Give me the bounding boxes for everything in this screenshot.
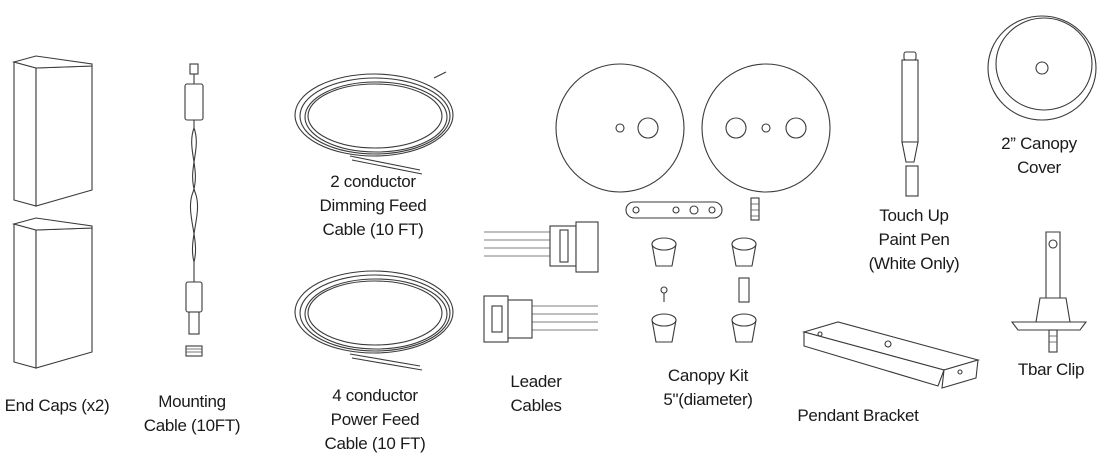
tbar-clip-label: Tbar Clip: [1017, 360, 1085, 379]
mounting-cable-illustration: [184, 63, 204, 357]
paint-pen-label: Touch Up Paint Pen (White Only): [868, 206, 960, 273]
canopy-cover-label: 2” Canopy Cover: [1001, 134, 1077, 177]
canopy-kit-label: Canopy Kit 5"(diameter): [663, 366, 753, 409]
leader-cables-label: Leader Cables: [510, 372, 562, 415]
dimming-feed-cable-illustration: [294, 71, 454, 175]
pendant-bracket-illustration: [801, 321, 981, 389]
canopy-cover-illustration: [987, 15, 1097, 121]
tbar-clip-illustration: [1010, 231, 1088, 353]
mounting-cable-label: Mounting Cable (10FT): [143, 392, 241, 435]
leader-cable-illustration-bottom: [483, 295, 598, 343]
paint-pen-illustration: [901, 51, 919, 197]
end-caps-label: End Caps (x2): [4, 396, 110, 415]
canopy-kit-illustration: [555, 63, 831, 343]
pendant-bracket-label: Pendant Bracket: [797, 406, 919, 425]
power-feed-cable-label: 4 conductor Power Feed Cable (10 FT): [324, 386, 426, 453]
end-cap-illustration-bottom: [11, 217, 93, 369]
power-feed-cable-illustration: [294, 270, 454, 371]
end-cap-illustration-top: [11, 55, 93, 207]
leader-cable-illustration-top: [484, 221, 599, 273]
dimming-feed-cable-label: 2 conductor Dimming Feed Cable (10 FT): [319, 172, 427, 239]
